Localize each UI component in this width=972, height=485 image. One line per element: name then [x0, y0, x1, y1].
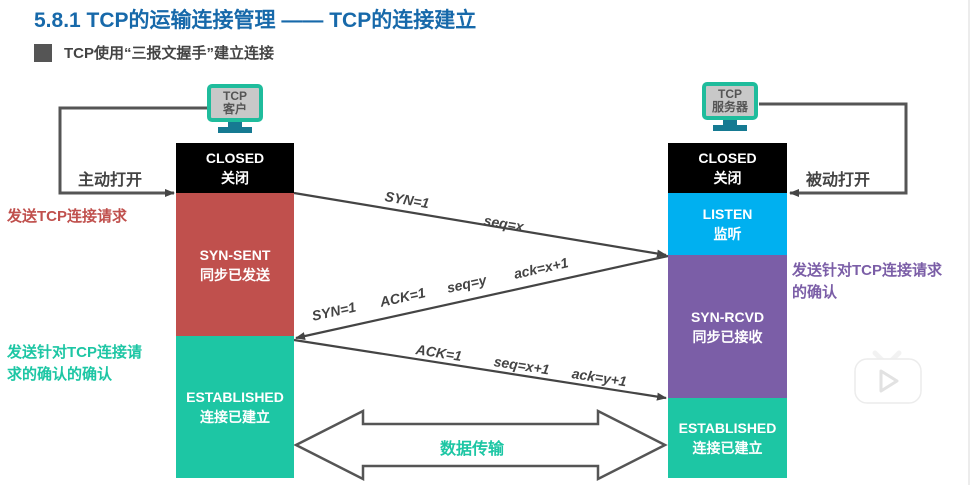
syn-ack-arrow	[295, 254, 669, 340]
page-edge-divider	[968, 0, 970, 485]
server-open-loop-line	[759, 102, 908, 197]
state-name-zh: 连接已建立	[200, 409, 270, 425]
client-open-loop-line	[58, 106, 207, 197]
server-monitor-screen: TCP 服务器	[702, 82, 758, 120]
client-state-syn-sent: SYN-SENT 同步已发送	[176, 193, 294, 336]
state-name-zh: 同步已发送	[200, 266, 270, 283]
state-name-en: CLOSED	[205, 150, 265, 166]
subtitle-text: TCP使用“三报文握手”建立连接	[64, 45, 275, 62]
server-monitor-neck	[723, 120, 737, 125]
server-monitor-label-1: TCP	[718, 87, 742, 101]
server-ack-note: 发送针对TCP连接请求 的确认	[792, 260, 942, 304]
ack-arrow	[293, 338, 667, 401]
state-name-zh: 监听	[713, 226, 742, 242]
server-state-established: ESTABLISHED 连接已建立	[668, 398, 787, 478]
state-name-en: SYN-SENT	[199, 246, 271, 263]
client-state-established: ESTABLISHED 连接已建立	[176, 336, 294, 478]
tv-play-icon[interactable]	[853, 343, 923, 410]
data-transfer-label: 数据传输	[440, 441, 505, 458]
server-monitor-label-2: 服务器	[711, 100, 748, 114]
state-name-zh: 关闭	[221, 170, 249, 186]
page-subtitle: TCP使用“三报文握手”建立连接	[34, 42, 274, 63]
server-ack-note-line2: 的确认	[792, 284, 838, 301]
client-monitor-neck	[228, 122, 242, 127]
client-monitor-label-2: 客户	[222, 102, 247, 116]
client-ack-note-line1: 发送针对TCP连接请	[7, 344, 143, 361]
syn-arrow	[293, 191, 667, 258]
data-transfer-double-arrow	[293, 408, 668, 482]
server-ack-note-line1: 发送针对TCP连接请求	[792, 262, 943, 279]
state-name-en: SYN-RCVD	[690, 308, 765, 325]
server-passive-open-label: 被动打开	[806, 172, 871, 189]
client-send-request-note: 发送TCP连接请求	[7, 208, 128, 225]
bullet-square-icon	[34, 43, 52, 62]
page-title: 5.8.1 TCP的运输连接管理 —— TCP的连接建立	[34, 9, 477, 32]
state-name-zh: 连接已建立	[692, 440, 763, 456]
client-active-open-label: 主动打开	[78, 172, 143, 189]
state-name-en: LISTEN	[702, 206, 753, 222]
state-name-en: ESTABLISHED	[678, 420, 777, 436]
server-state-syn-rcvd: SYN-RCVD 同步已接收	[668, 255, 787, 398]
client-monitor-screen: TCP 客户	[207, 84, 263, 122]
client-ack-note-line2: 求的确认的确认	[7, 366, 113, 383]
server-state-listen: LISTEN 监听	[668, 193, 787, 255]
client-monitor-label-1: TCP	[223, 89, 247, 103]
server-monitor-icon: TCP 服务器	[702, 82, 758, 131]
client-monitor-base	[218, 127, 252, 133]
state-name-en: ESTABLISHED	[186, 389, 284, 405]
state-name-zh: 同步已接收	[692, 328, 763, 345]
state-name-zh: 关闭	[713, 170, 742, 186]
state-name-en: CLOSED	[698, 150, 757, 166]
server-state-closed: CLOSED 关闭	[668, 143, 787, 193]
client-monitor-icon: TCP 客户	[207, 84, 263, 133]
client-ack-note: 发送针对TCP连接请 求的确认的确认	[7, 342, 142, 386]
server-monitor-base	[713, 125, 747, 131]
client-state-closed: CLOSED 关闭	[176, 143, 294, 193]
